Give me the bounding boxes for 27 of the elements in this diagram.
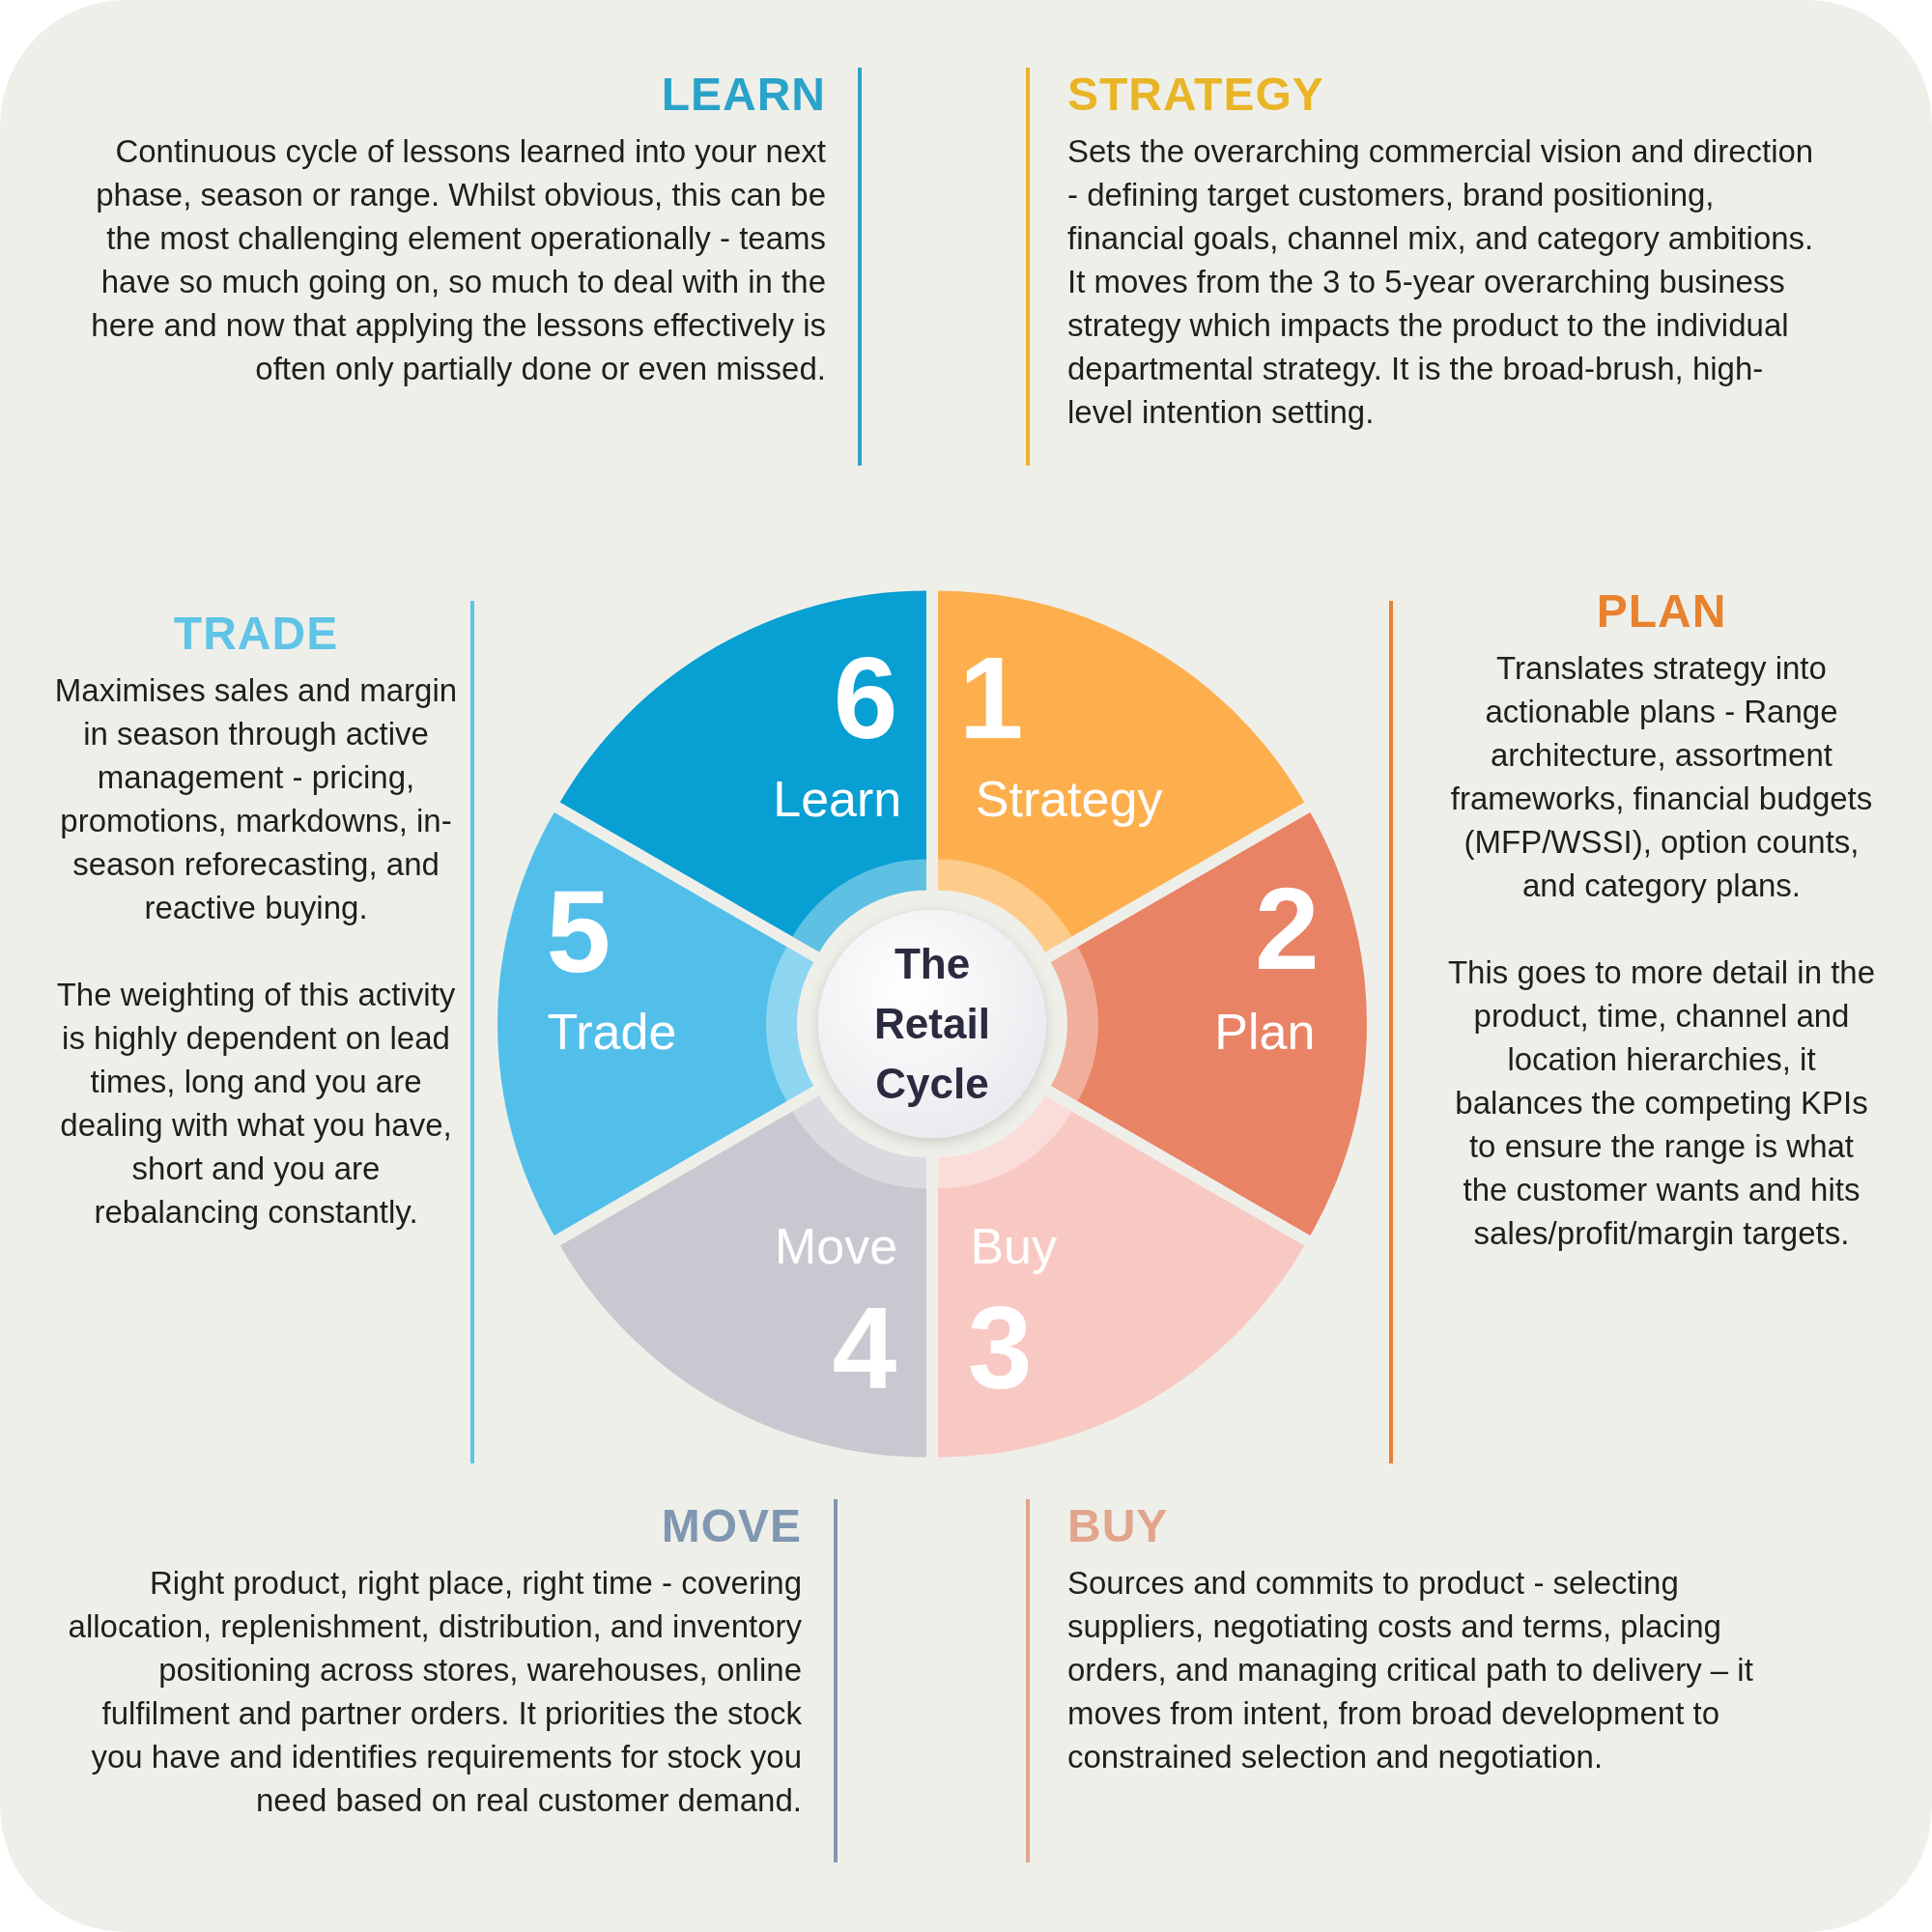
segment-label: Trade xyxy=(547,1003,677,1060)
section-heading: BUY xyxy=(1067,1499,1170,1553)
step-number: 3 xyxy=(967,1283,1033,1413)
step-number: 1 xyxy=(958,633,1024,762)
step-number: 5 xyxy=(546,867,611,997)
segment-label: Learn xyxy=(773,770,902,827)
description-text: Continuous cycle of lessons learned into your next phase, season or range. Whilst obvious, this can be the most challenging element operationally - teams have so much going on, so much to deal with in the here and now that applying the lessons effectively is often only partially done or even missed. xyxy=(90,132,826,388)
description-text: The weighting of this activity is highly dependent on lead times, long and you are dealing with what you have, short and you are rebalancing constantly. xyxy=(55,976,457,1232)
center-title: The Retail Cycle xyxy=(873,939,991,1109)
step-number: 2 xyxy=(1254,863,1320,993)
segment-label: Plan xyxy=(1214,1003,1316,1060)
segment-label: Move xyxy=(774,1217,898,1274)
description-text: Sets the overarching commercial vision and direction - defining target customers, brand positioning, financial goals, channel mix, and category ambitions. It moves from the 3 to 5-year overarching business strategy which impacts the product to the individual departmental strategy. It is the broad-brush, high-level intention setting. xyxy=(1067,132,1815,432)
step-number: 4 xyxy=(832,1283,897,1413)
section-heading: LEARN xyxy=(660,68,826,122)
section-heading: TRADE xyxy=(172,607,340,661)
segment-label: Strategy xyxy=(975,770,1163,827)
step-number: 6 xyxy=(833,633,898,762)
section-heading: MOVE xyxy=(660,1499,802,1553)
description-text: Sources and commits to product - selecting suppliers, negotiating costs and terms, placing orders, and managing critical path to delivery – it moves from intent, from broad development to constrained selection and negotiation. xyxy=(1067,1564,1754,1776)
section-heading: PLAN xyxy=(1595,584,1728,639)
description-text: Translates strategy into actionable plans - Range architecture, assortment frameworks, financial budgets (MFP/WSSI), option counts, and category plans. xyxy=(1449,649,1874,905)
description-text: Maximises sales and margin in season through active management - pricing, promotions, markdowns, in-season reforecasting, and reactive buying. xyxy=(53,671,459,927)
section-heading: STRATEGY xyxy=(1067,68,1325,122)
description-text: This goes to more detail in the product, time, channel and location hierarchies, it balances the competing KPIs to ensure the range is what the customer wants and hits sales/profit/margin targets. xyxy=(1446,953,1877,1253)
segment-label: Buy xyxy=(970,1217,1057,1274)
description-text: Right product, right place, right time - covering allocation, replenishment, distribution, and inventory positioning across stores, warehouses, online fulfilment and partner orders. It priorities the stock you have and identifies requirements for stock you need based on real customer demand. xyxy=(67,1564,802,1820)
